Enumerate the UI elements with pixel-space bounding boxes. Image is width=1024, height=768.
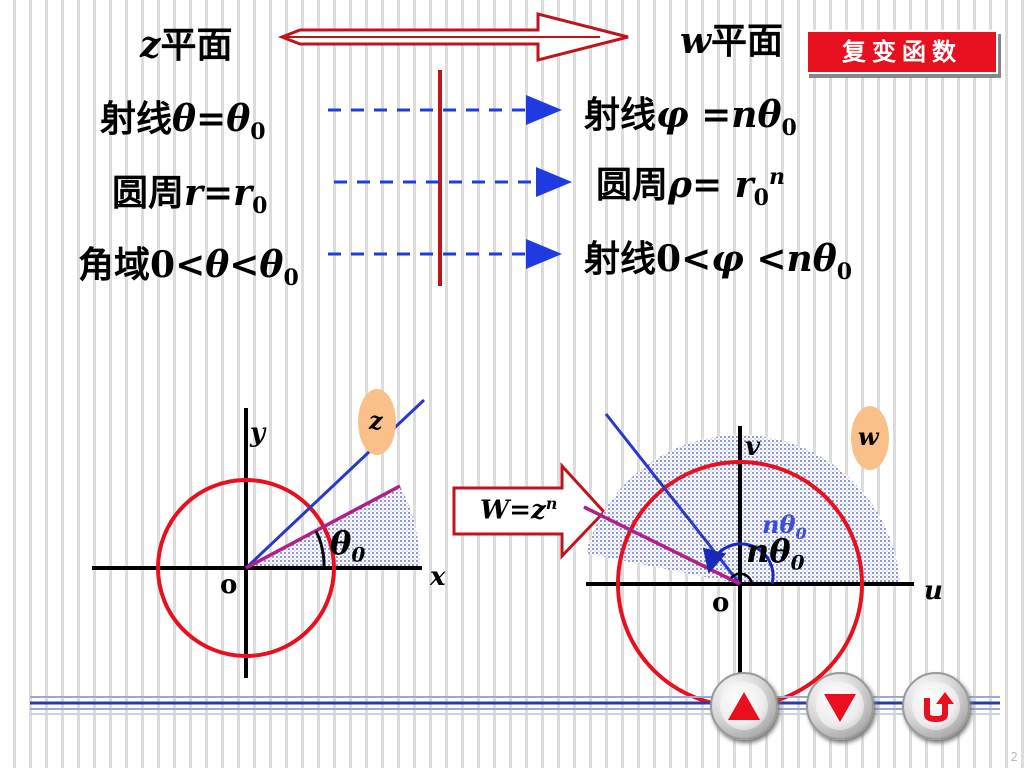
row3-left-sym2: θ bbox=[259, 244, 284, 286]
next-page-button[interactable] bbox=[806, 672, 874, 740]
page-number: 2 bbox=[1010, 750, 1018, 764]
row2-right-sup: n bbox=[768, 164, 785, 190]
row2-right-op: = bbox=[691, 164, 735, 206]
return-u-turn-icon bbox=[924, 692, 954, 722]
row3-right-pre: 0< bbox=[656, 238, 712, 280]
row3-left-op: < bbox=[229, 244, 260, 286]
row2-right: 圆周ρ= r0n bbox=[596, 156, 785, 211]
w-angle-sym: θ bbox=[769, 532, 791, 570]
row1-right-sub: 0 bbox=[781, 115, 797, 142]
mapping-arrow-middle bbox=[452, 462, 607, 560]
row3-left-sym: θ bbox=[205, 244, 230, 286]
w-angle-sub: 0 bbox=[790, 550, 805, 575]
row3-left-pre: 0< bbox=[150, 244, 206, 286]
w-angle-n: n bbox=[746, 532, 770, 570]
return-button[interactable] bbox=[902, 672, 970, 740]
w-angle-blue-n: n bbox=[762, 510, 780, 539]
row1-left-sym2: θ bbox=[226, 98, 251, 140]
z-circle-r0 bbox=[156, 478, 336, 658]
course-badge: 复变函数 bbox=[806, 30, 998, 74]
mapping-text: W=z bbox=[480, 495, 546, 526]
row2-left-sub: 0 bbox=[252, 193, 268, 220]
w-angle-arc-outer bbox=[702, 542, 775, 585]
row3-right-op: < bbox=[743, 238, 787, 280]
triangle-up-icon bbox=[728, 692, 760, 720]
w-sector-shade bbox=[586, 435, 900, 584]
w-plane-tag-bg bbox=[851, 406, 889, 470]
w-origin-label: o bbox=[712, 588, 730, 618]
w-angle-label: nθ0 bbox=[746, 532, 805, 574]
row2-left-sym2: r bbox=[233, 172, 253, 214]
row1-left-word: 射线 bbox=[100, 98, 173, 140]
row2-right-sub: 0 bbox=[753, 185, 769, 212]
row3-left-sub: 0 bbox=[283, 265, 299, 292]
w-plane-plot bbox=[583, 406, 914, 708]
prev-page-button[interactable] bbox=[710, 672, 778, 740]
row2-left-op: = bbox=[202, 172, 234, 214]
row3-left-word: 角域 bbox=[78, 244, 151, 286]
z-origin-label: o bbox=[220, 570, 238, 600]
z-plane-tag-bg bbox=[358, 389, 396, 455]
row2-left-sym: r bbox=[184, 172, 203, 214]
mapping-sup: n bbox=[545, 494, 558, 513]
triangle-down-icon bbox=[824, 694, 856, 722]
row1-right-word: 射线 bbox=[584, 94, 657, 136]
w-angle-arc-inner bbox=[730, 572, 754, 585]
z-angle-sym: θ bbox=[330, 524, 352, 562]
row1-left-sym: θ bbox=[172, 98, 197, 140]
z-plane-plot bbox=[92, 389, 426, 678]
row1-left: 射线θ=θ0 bbox=[100, 90, 266, 145]
row2-right-word: 圆周 bbox=[596, 164, 669, 206]
z-angle-arc bbox=[314, 530, 326, 569]
row2-right-sym2: r bbox=[734, 164, 754, 206]
mapping-label: W=zn bbox=[480, 494, 557, 526]
w-var: w bbox=[680, 20, 711, 62]
w-plane-tag: w bbox=[858, 422, 879, 451]
row1-right-n: n bbox=[731, 94, 758, 136]
z-sector-shade bbox=[246, 486, 421, 568]
row3-right-sub: 0 bbox=[836, 259, 853, 286]
z-angle-label: θ0 bbox=[330, 524, 365, 566]
row1-right: 射线φ =nθ0 bbox=[584, 86, 797, 141]
w-plane-word: 平面 bbox=[711, 20, 784, 62]
w-angle-blue-sub: 0 bbox=[795, 523, 807, 543]
row3-right-n: n bbox=[786, 238, 813, 280]
z-angle-sub: 0 bbox=[351, 542, 366, 567]
x-axis-label: x bbox=[430, 562, 446, 592]
row2-left: 圆周r=r0 bbox=[112, 164, 267, 219]
row3-right-sym2: θ bbox=[812, 238, 837, 280]
y-axis-label: y bbox=[250, 418, 266, 448]
z-ray-theta0 bbox=[245, 484, 401, 570]
row3-left: 角域0<θ<θ0 bbox=[78, 236, 299, 291]
row1-right-op: = bbox=[688, 94, 732, 136]
row1-left-sub: 0 bbox=[250, 119, 266, 146]
w-angle-label-blue: nθ0 bbox=[762, 510, 807, 543]
z-plane-tag: z bbox=[369, 406, 383, 435]
row3-right: 射线0<φ <nθ0 bbox=[584, 230, 852, 285]
z-plane-word: 平面 bbox=[160, 24, 233, 66]
u-axis-label: u bbox=[924, 576, 943, 606]
row1-right-sym2: θ bbox=[757, 94, 782, 136]
v-axis-label: v bbox=[745, 432, 761, 462]
row1-right-sym: φ bbox=[656, 94, 689, 136]
row2-right-sym: ρ bbox=[668, 164, 692, 206]
row3-right-word: 射线 bbox=[584, 238, 657, 280]
z-plane-heading: z平面 bbox=[140, 16, 232, 68]
w-angle-blue-sym: θ bbox=[779, 510, 796, 539]
row3-right-sym: φ bbox=[711, 238, 744, 280]
w-plane-heading: w平面 bbox=[680, 12, 783, 64]
row1-left-op: = bbox=[196, 98, 227, 140]
z-var: z bbox=[140, 24, 161, 66]
row2-left-word: 圆周 bbox=[112, 172, 185, 214]
